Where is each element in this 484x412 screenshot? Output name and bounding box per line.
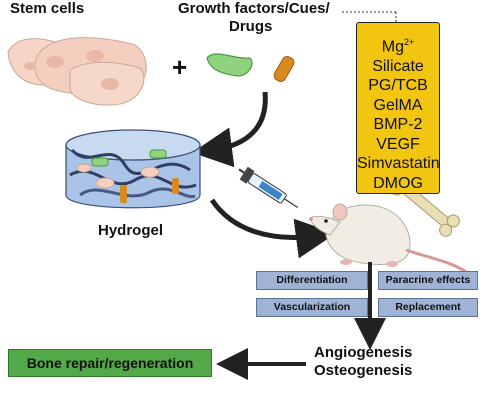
drugs-label: Drugs <box>229 18 273 35</box>
effect-differentiation: Differentiation <box>256 271 368 290</box>
effect-paracrine: Paracrine effects <box>378 271 478 290</box>
plus-sign: + <box>172 52 188 82</box>
factor-list-box: Mg2+ Silicate PG/TCB GelMA BMP-2 VEGF Si… <box>356 22 440 194</box>
stem-cell-icon <box>7 37 147 106</box>
stem-cells-label: Stem cells <box>10 0 85 17</box>
factor-item: PG/TCB <box>368 77 428 95</box>
factor-item: Simvastatin <box>357 155 440 173</box>
rat-icon <box>309 203 467 274</box>
outcome-osteogenesis: Osteogenesis <box>314 362 413 379</box>
factor-item: Mg2+ <box>381 37 415 56</box>
orange-drug-rod-icon <box>273 56 295 82</box>
factor-item: Silicate <box>372 57 424 75</box>
syringe-icon <box>238 166 299 209</box>
effect-replacement: Replacement <box>378 298 478 317</box>
factor-item: GelMA <box>373 96 423 114</box>
factor-item: BMP-2 <box>373 116 423 134</box>
green-drug-capsule-icon <box>206 53 253 77</box>
bone-repair-box: Bone repair/regeneration <box>8 349 212 377</box>
arrow-to-rat <box>209 198 336 259</box>
outcome-angiogenesis: Angiogenesis <box>314 344 413 361</box>
hydrogel-label: Hydrogel <box>98 222 164 239</box>
effect-vascularization: Vascularization <box>256 298 368 317</box>
factor-item: VEGF <box>376 135 420 153</box>
arrow-to-hydrogel <box>192 91 268 168</box>
factor-item: DMOG <box>373 174 423 192</box>
growth-factors-label: Growth factors/Cues/ <box>178 0 330 17</box>
hydrogel-disc-icon <box>65 129 201 209</box>
